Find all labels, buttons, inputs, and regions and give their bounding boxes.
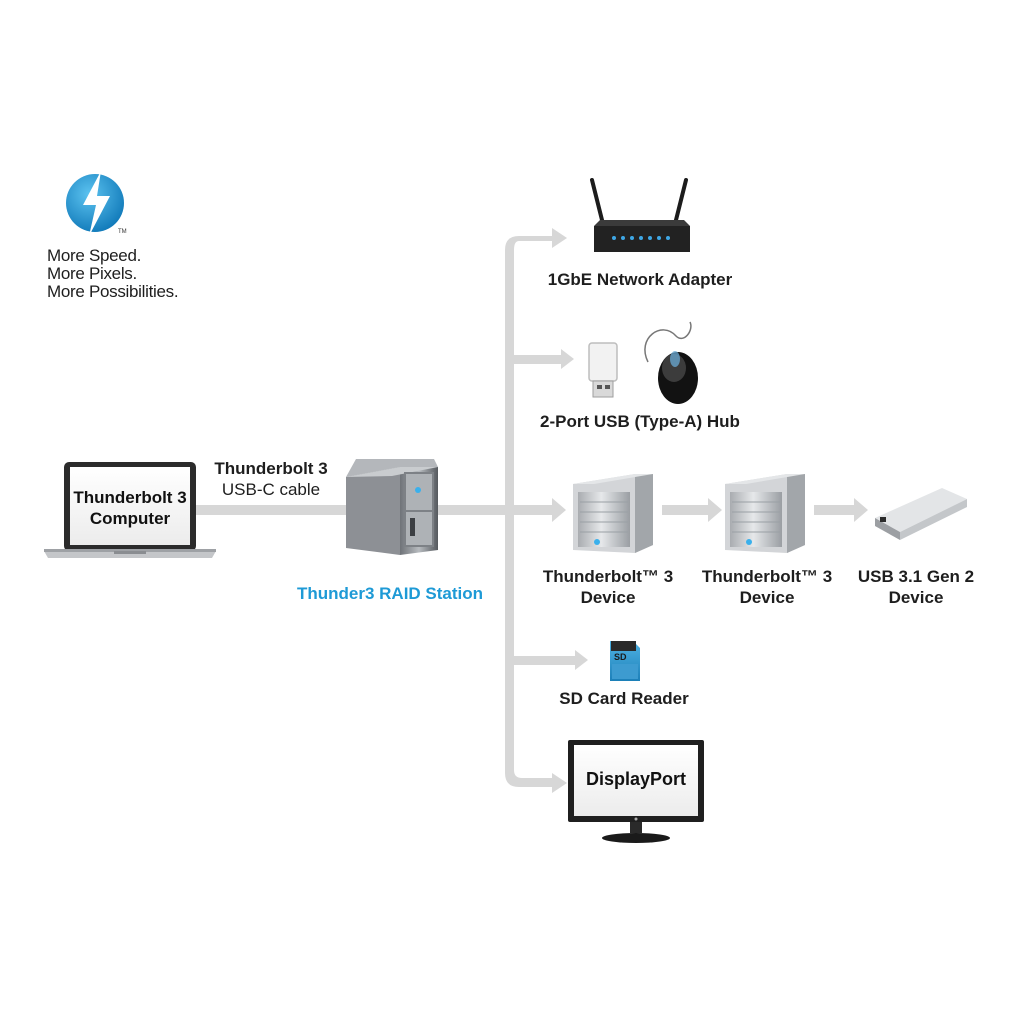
router-icon <box>590 178 690 252</box>
usb-branch-line <box>514 355 564 364</box>
tb-device-1-label-line-1: Thunderbolt™ 3 <box>542 567 674 586</box>
usb-hub-label: 2-Port USB (Type-A) Hub <box>540 412 740 431</box>
hub-out-line <box>436 505 556 515</box>
tb-device-2-icon <box>725 474 805 553</box>
cable-label-line-1: Thunderbolt 3 <box>214 459 328 478</box>
logo-tagline-2: More Pixels. <box>47 264 137 283</box>
tb-device-1-label-line-2: Device <box>580 588 636 607</box>
raid-station-label: Thunder3 RAID Station <box>296 584 484 603</box>
lightning-bolt-icon <box>83 171 110 236</box>
cable-label-line-2: USB-C cable <box>221 480 321 499</box>
sd-badge: SD <box>614 652 627 662</box>
mouse-icon <box>644 321 698 404</box>
connector-lines <box>195 228 868 793</box>
tb-device-1-label: Thunderbolt™ 3 Device <box>528 566 688 608</box>
thunderbolt-logo: TM <box>66 171 127 236</box>
arrow-network <box>552 228 567 248</box>
tb-device-2-label-line-1: Thunderbolt™ 3 <box>701 567 833 586</box>
trademark-mark: TM <box>118 229 127 235</box>
computer-screen-label: Thunderbolt 3 Computer <box>70 487 190 529</box>
arrow-tb-device-1 <box>552 498 566 522</box>
network-adapter-label: 1GbE Network Adapter <box>547 270 733 289</box>
computer-label-line-1: Thunderbolt 3 <box>73 488 187 507</box>
device-1-led-icon <box>594 539 600 545</box>
usb31-drive-icon <box>875 488 967 540</box>
arrow-displayport <box>552 773 567 793</box>
device-2-led-icon <box>746 539 752 545</box>
sd-card-icon: SD <box>610 641 640 681</box>
arrow-usb31-device <box>854 498 868 522</box>
sd-card-reader-label: SD Card Reader <box>559 689 689 708</box>
laptop-icon <box>44 462 216 558</box>
tb-device-1-icon <box>573 474 653 553</box>
usb-flash-drive-icon <box>588 342 618 398</box>
chain-line-2 <box>814 505 856 515</box>
sd-branch-line <box>514 656 578 665</box>
usb31-device-label-line-1: USB 3.1 Gen 2 <box>857 567 975 586</box>
monitor-icon <box>568 740 704 843</box>
displayport-label: DisplayPort <box>585 769 687 789</box>
power-led-icon <box>415 487 421 493</box>
trunk-line <box>505 236 556 787</box>
logo-tagline-3: More Possibilities. <box>47 282 179 301</box>
chain-line-1 <box>662 505 710 515</box>
computer-label-line-2: Computer <box>89 509 171 528</box>
arrow-sd-card <box>575 650 588 670</box>
usb31-device-label-line-2: Device <box>888 588 944 607</box>
tb-device-2-label-line-2: Device <box>739 588 795 607</box>
raid-station-icon <box>346 459 438 555</box>
arrow-usb-hub <box>561 349 574 369</box>
logo-tagline-1: More Speed. <box>47 246 142 265</box>
cable-line <box>195 505 351 515</box>
tb-device-2-label: Thunderbolt™ 3 Device <box>687 566 847 608</box>
usb31-device-label: USB 3.1 Gen 2 Device <box>846 566 986 608</box>
arrow-tb-device-2 <box>708 498 722 522</box>
